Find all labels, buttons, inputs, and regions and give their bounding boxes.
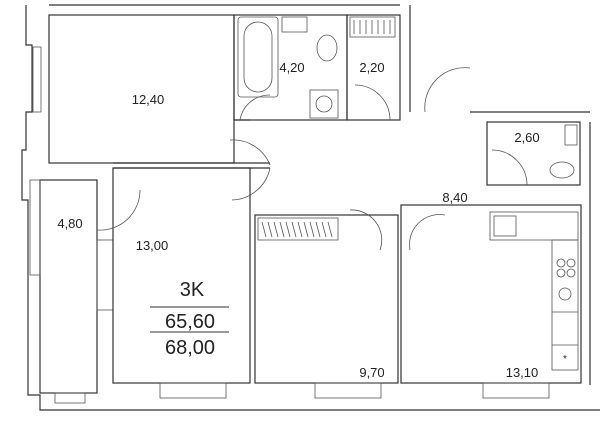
wc-area-label: 2,60 bbox=[514, 130, 539, 145]
washing-machine-icon bbox=[309, 89, 339, 119]
storage-area-label: 2,20 bbox=[359, 60, 384, 75]
fridge-icon: * bbox=[563, 354, 567, 365]
living-area: 65,60 bbox=[165, 311, 215, 333]
kitchen-sink-icon bbox=[493, 215, 517, 237]
sink-icon bbox=[281, 16, 308, 33]
room-area-label: 9,70 bbox=[359, 365, 384, 380]
walls bbox=[21, 4, 600, 411]
hallway-area-label: 8,40 bbox=[442, 190, 467, 205]
bathtub-icon bbox=[237, 16, 279, 98]
kitchen-area-label: 13,10 bbox=[506, 365, 539, 380]
stove-icon bbox=[556, 258, 566, 268]
wc-sink-icon bbox=[564, 124, 578, 146]
kitchen-counter-side bbox=[551, 239, 579, 371]
total-area: 68,00 bbox=[165, 337, 215, 359]
balcony-area-label: 4,80 bbox=[57, 216, 82, 231]
fixtures: * bbox=[237, 16, 579, 371]
doors bbox=[96, 67, 528, 251]
dishwasher-icon bbox=[558, 287, 572, 301]
apartment-type: 3K bbox=[180, 279, 205, 301]
kitchen-counter bbox=[489, 211, 579, 241]
toilet-icon bbox=[316, 34, 338, 62]
room-area-label: 12,40 bbox=[132, 92, 165, 107]
wc-toilet-icon bbox=[549, 161, 575, 179]
room-area-label: 13,00 bbox=[136, 238, 169, 253]
wardrobe-icon bbox=[349, 16, 396, 38]
bathroom-area-label: 4,20 bbox=[279, 60, 304, 75]
